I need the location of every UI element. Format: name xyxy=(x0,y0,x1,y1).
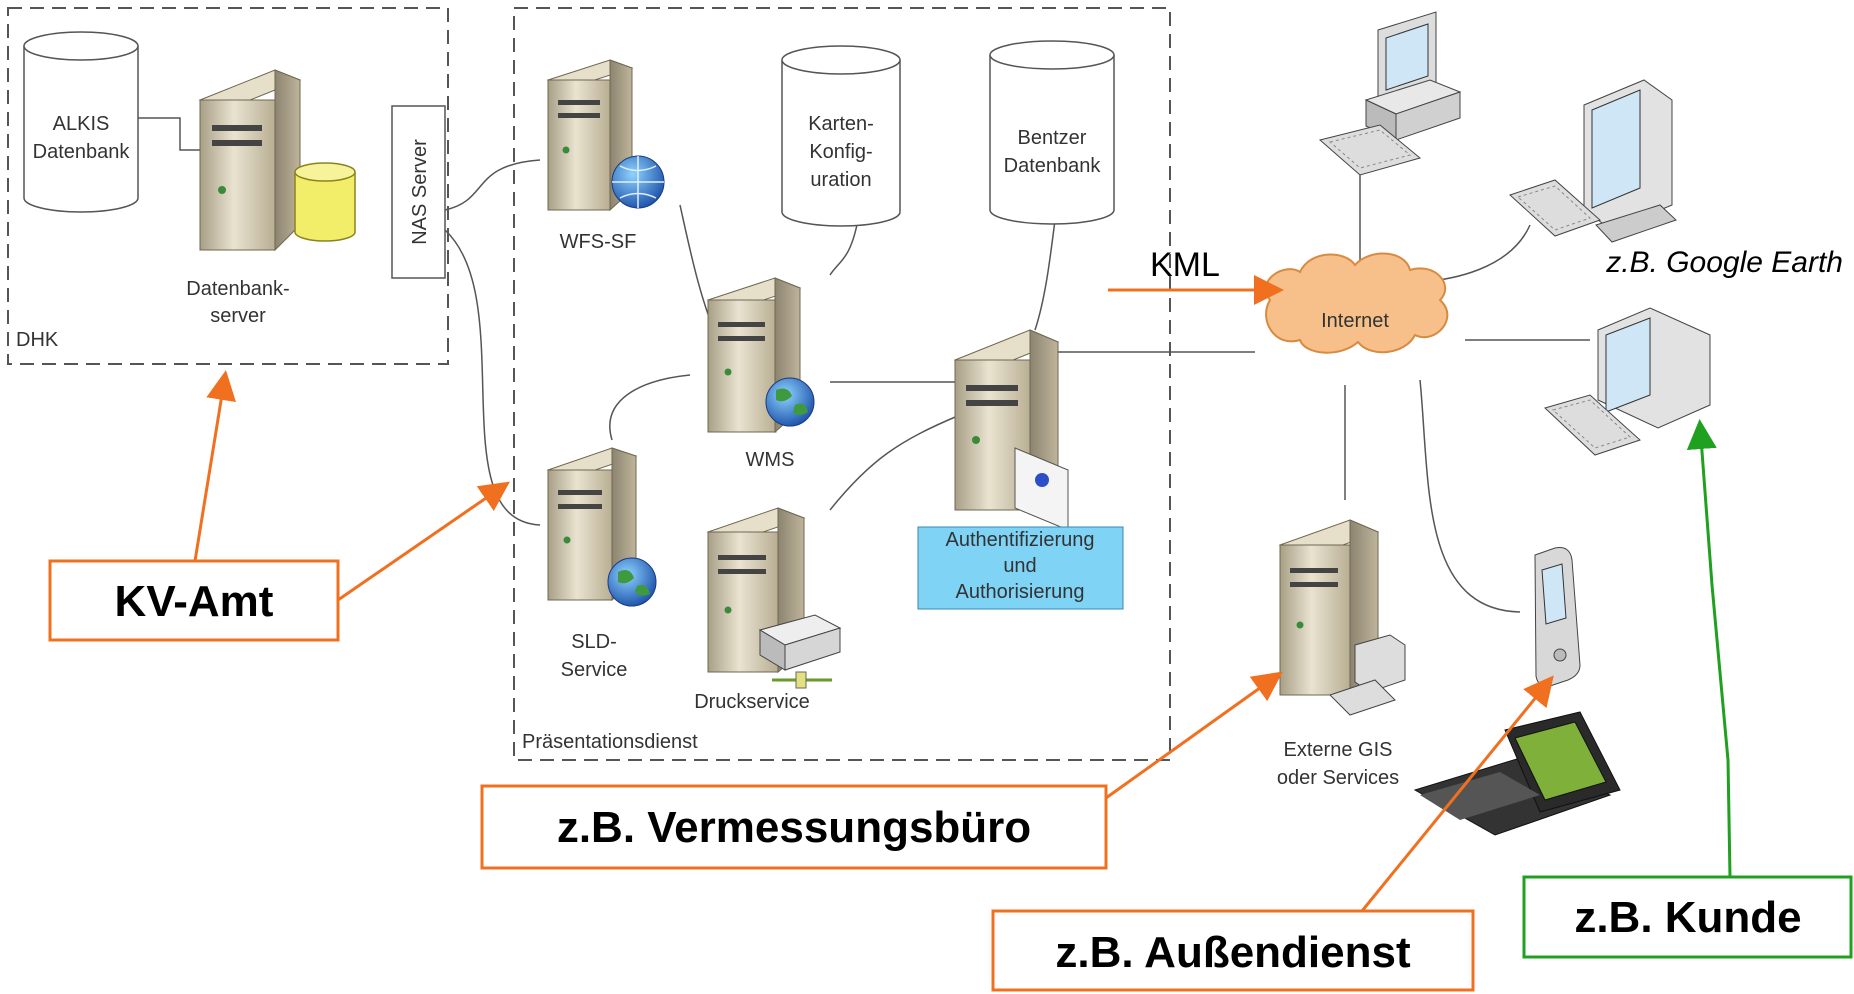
benutzer-database: Bentzer Datenbank xyxy=(989,40,1115,225)
datenbank-server: Datenbank- server xyxy=(186,69,356,327)
kv-amt-label: KV-Amt xyxy=(115,577,274,626)
kunde-label: z.B. Kunde xyxy=(1574,893,1801,942)
aussendienst-label: z.B. Außendienst xyxy=(1055,928,1411,977)
karten-label-2: Konfig- xyxy=(809,141,872,163)
monitor-icon-top xyxy=(1509,79,1677,243)
google-earth-label: z.B. Google Earth xyxy=(1605,246,1843,279)
sld-server: SLD- Service xyxy=(546,447,657,681)
aussendienst-callout: z.B. Außendienst xyxy=(991,675,1554,992)
kunde-callout: z.B. Kunde xyxy=(1522,419,1853,959)
nas-server-label: NAS Server xyxy=(409,139,431,245)
benutzer-label-1: Bentzer xyxy=(1018,127,1087,149)
alkis-database: ALKIS Datenbank xyxy=(23,31,139,213)
alkis-label-1: ALKIS xyxy=(53,113,110,135)
id-card-icon xyxy=(1014,447,1069,531)
auth-label-3: Authorisierung xyxy=(956,581,1085,603)
auth-server xyxy=(953,329,1069,531)
externe-gis-server: Externe GIS oder Services xyxy=(1277,519,1406,789)
vermessung-callout: z.B. Vermessungsbüro xyxy=(480,671,1283,870)
auth-label-1: Authentifizierung xyxy=(946,529,1095,551)
karten-label-1: Karten- xyxy=(808,113,874,135)
sld-label-1: SLD- xyxy=(571,631,617,653)
karten-konfiguration-database: Karten- Konfig- uration xyxy=(781,45,901,227)
dhk-zone-box xyxy=(7,7,449,365)
wfs-label: WFS-SF xyxy=(560,231,637,253)
kv-amt-callout: KV-Amt xyxy=(48,370,510,642)
vermessung-label: z.B. Vermessungsbüro xyxy=(557,803,1031,852)
yellow-db-icon xyxy=(294,162,356,242)
earth-globe-icon xyxy=(765,377,815,427)
internet-label: Internet xyxy=(1321,310,1389,332)
nas-server: NAS Server xyxy=(391,105,446,279)
wms-label: WMS xyxy=(746,449,795,471)
kml-label: KML xyxy=(1150,246,1220,284)
karten-label-3: uration xyxy=(810,169,871,191)
internet-cloud: Internet xyxy=(1265,252,1449,354)
printer-icon xyxy=(758,614,842,689)
auth-label-2: und xyxy=(1003,555,1036,577)
datenbank-server-label-1: Datenbank- xyxy=(186,278,289,300)
datenbank-server-label-2: server xyxy=(210,305,266,327)
sld-globe-icon xyxy=(607,557,657,607)
wfs-server: WFS-SF xyxy=(546,59,665,253)
externe-gis-label-1: Externe GIS xyxy=(1284,739,1393,761)
sld-label-2: Service xyxy=(561,659,628,681)
desktop-pc-icon xyxy=(1318,11,1462,176)
druck-label: Druckservice xyxy=(694,691,810,713)
alkis-label-2: Datenbank xyxy=(33,141,131,163)
externe-gis-label-2: oder Services xyxy=(1277,767,1399,789)
praesentation-zone-label: Präsentationsdienst xyxy=(522,731,698,753)
druck-server: Druckservice xyxy=(694,507,842,713)
dhk-zone-label: DHK xyxy=(16,329,59,351)
wms-server: WMS xyxy=(706,277,815,471)
benutzer-label-2: Datenbank xyxy=(1004,155,1102,177)
pda-icon xyxy=(1534,547,1581,687)
monitor-icon-right xyxy=(1544,307,1711,456)
auth-label-box: Authentifizierung und Authorisierung xyxy=(917,526,1124,610)
tablet-laptop-icon xyxy=(1413,711,1621,836)
